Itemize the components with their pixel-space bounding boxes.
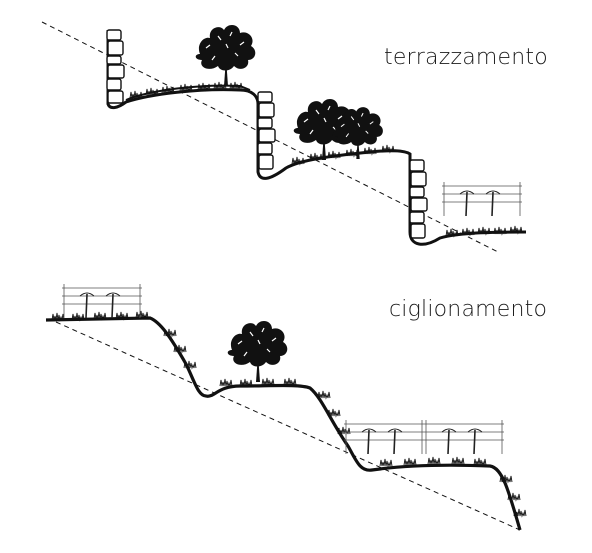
vineyard-trellis-icon [423, 419, 505, 455]
tree-icon [194, 24, 257, 87]
terrace-ground-profile [106, 30, 527, 246]
terrazzamento-label: terrazzamento [384, 45, 548, 70]
ciglione-ground-profile [45, 316, 522, 531]
original-slope-line [55, 321, 521, 531]
dry-stone-wall-icon [106, 29, 125, 104]
dry-stone-wall-icon [409, 159, 428, 239]
ciglione-section [45, 283, 527, 531]
dry-stone-wall-icon [257, 91, 276, 170]
vineyard-trellis-icon [343, 419, 425, 455]
vineyard-trellis-icon [61, 283, 143, 319]
vineyard-trellis-icon [441, 181, 523, 217]
ciglionamento-label: ciglionamento [389, 297, 547, 322]
tree-icon [226, 320, 289, 383]
terrace-section [41, 21, 527, 253]
